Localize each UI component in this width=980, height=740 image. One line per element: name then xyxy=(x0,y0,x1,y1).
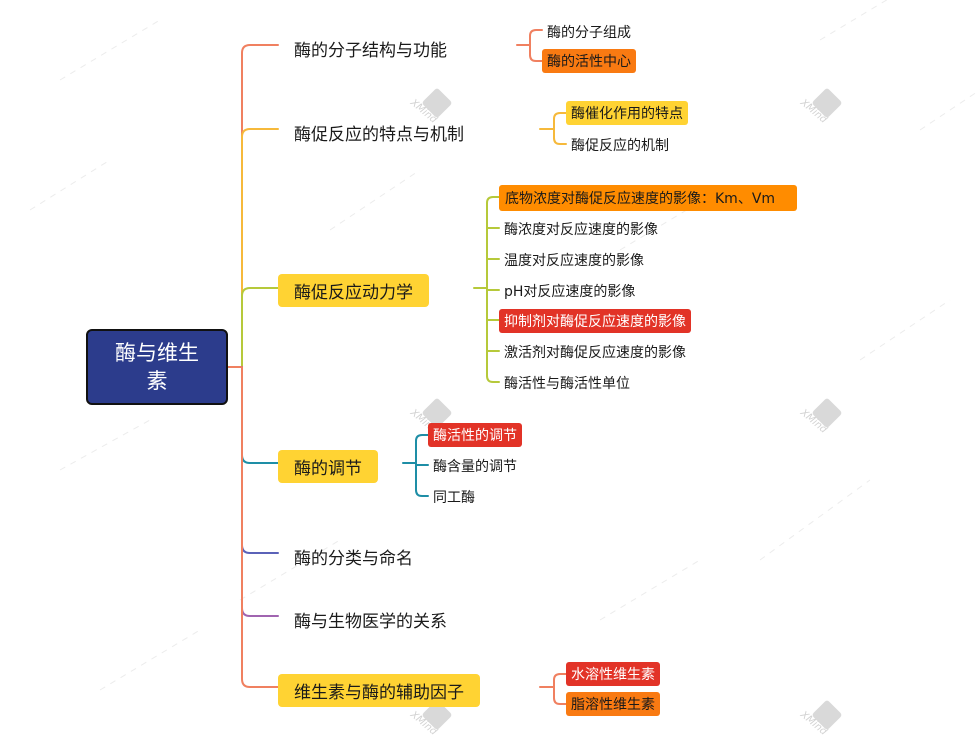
branch-t6 xyxy=(241,366,279,617)
subtopic-isoenzyme[interactable]: 同工酶 xyxy=(433,490,475,506)
root-topic[interactable]: 酶与维生素 xyxy=(86,329,228,405)
bracket-structure-leaf xyxy=(529,29,543,37)
bracket-kinetics-leaf xyxy=(486,196,500,204)
subtopic-content-regulation[interactable]: 酶含量的调节 xyxy=(433,459,517,475)
background-dash xyxy=(329,169,421,231)
subtopic-catalysis-features[interactable]: 酶催化作用的特点 xyxy=(566,101,688,125)
background-dash xyxy=(29,159,111,211)
bracket-regulation-leaf xyxy=(415,434,429,442)
branch-t5 xyxy=(241,366,279,554)
background-dash xyxy=(859,299,951,361)
background-dash xyxy=(239,539,341,601)
topic-reaction-mechanism[interactable]: 酶促反应的特点与机制 xyxy=(294,125,464,145)
background-dash xyxy=(759,479,871,561)
branch-t4 xyxy=(241,366,279,464)
subtopic-ph[interactable]: pH对反应速度的影像 xyxy=(504,284,636,300)
branch-t3 xyxy=(241,287,279,368)
topic-regulation[interactable]: 酶的调节 xyxy=(278,450,378,483)
branch-t2 xyxy=(241,128,279,368)
bracket-mechanism-leaf xyxy=(553,137,567,145)
bracket-regulation-leaf xyxy=(415,489,429,497)
background-dash xyxy=(59,419,151,471)
topic-enzyme-structure[interactable]: 酶的分子结构与功能 xyxy=(294,41,447,61)
bracket-kinetics-leaf xyxy=(486,375,500,383)
background-dash xyxy=(59,19,161,81)
bracket-vitamins-leaf xyxy=(553,697,567,705)
background-dash xyxy=(819,0,888,41)
subtopic-inhibitor[interactable]: 抑制剂对酶促反应速度的影像 xyxy=(499,309,691,333)
subtopic-substrate-concentration[interactable]: 底物浓度对酶促反应速度的影像：Km、Vm xyxy=(499,185,798,211)
bracket-vitamins-leaf xyxy=(553,673,567,681)
subtopic-temperature[interactable]: 温度对反应速度的影像 xyxy=(504,253,644,269)
subtopic-active-center[interactable]: 酶的活性中心 xyxy=(542,49,636,73)
subtopic-water-soluble[interactable]: 水溶性维生素 xyxy=(566,662,660,686)
topic-biomedicine[interactable]: 酶与生物医学的关系 xyxy=(294,612,447,632)
topic-vitamins-cofactors[interactable]: 维生素与酶的辅助因子 xyxy=(278,674,480,707)
subtopic-activator[interactable]: 激活剂对酶促反应速度的影像 xyxy=(504,345,686,361)
background-dash xyxy=(599,559,701,621)
subtopic-activity-regulation[interactable]: 酶活性的调节 xyxy=(428,423,522,447)
bracket-structure-leaf xyxy=(529,54,543,62)
topic-classification[interactable]: 酶的分类与命名 xyxy=(294,549,413,569)
topic-kinetics[interactable]: 酶促反应动力学 xyxy=(278,274,429,307)
branch-t1 xyxy=(241,44,279,368)
subtopic-molecular-composition[interactable]: 酶的分子组成 xyxy=(547,25,631,41)
subtopic-reaction-mechanism[interactable]: 酶促反应的机制 xyxy=(571,138,669,154)
bracket-mechanism-leaf xyxy=(553,112,567,120)
subtopic-fat-soluble[interactable]: 脂溶性维生素 xyxy=(566,692,660,716)
root-topic-label: 酶与维生素 xyxy=(115,341,199,393)
subtopic-activity-unit[interactable]: 酶活性与酶活性单位 xyxy=(504,376,630,392)
background-dash xyxy=(99,629,201,691)
background-dash xyxy=(919,89,980,131)
subtopic-enzyme-concentration[interactable]: 酶浓度对反应速度的影像 xyxy=(504,222,658,238)
branch-t7 xyxy=(241,366,279,688)
